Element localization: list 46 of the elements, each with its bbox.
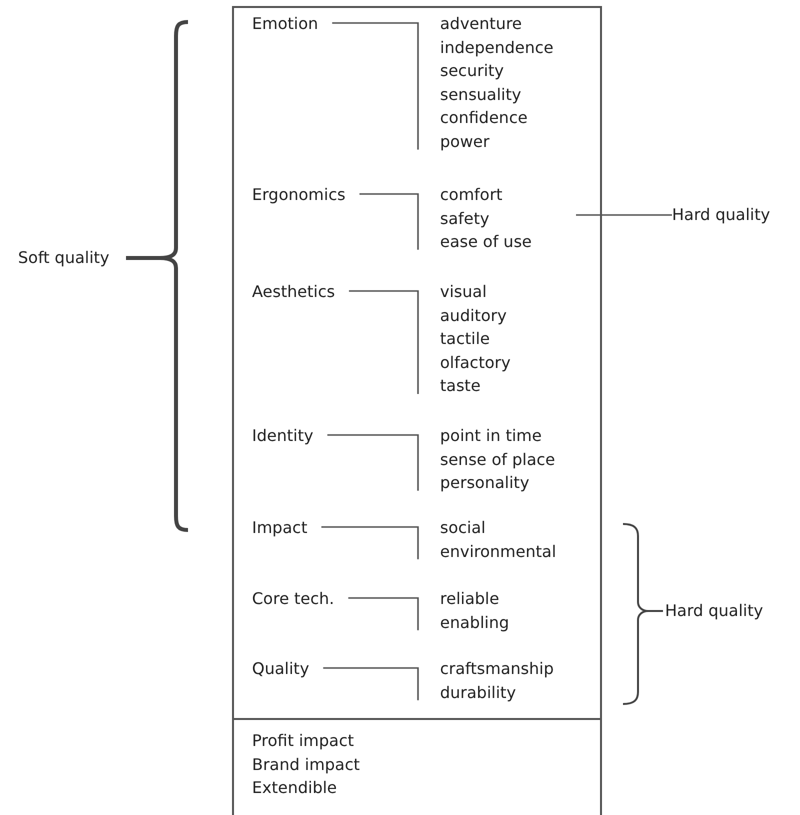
category-label: Aesthetics [252,280,349,304]
list-item: safety [440,208,490,230]
list-item: ease of use [440,231,533,254]
list-item: independence [440,36,554,59]
bracket-label: Hard quality [665,600,764,622]
panel-section [232,718,602,815]
list-item: reliable [440,588,500,610]
bracket-label: Soft quality [18,247,110,269]
category-label: Emotion [252,12,332,36]
list-item: power [440,130,490,153]
list-item: comfort [440,184,504,206]
criteria-item: Extendible [252,777,338,800]
list-item: security [440,60,505,82]
connector-line [323,667,419,700]
category-label: Identity [252,424,328,448]
connector-line [348,290,419,394]
connector-line [576,214,672,216]
category-label: Core tech. [252,587,348,611]
list-item: personality [440,472,530,494]
list-item: olfactory [440,352,511,374]
criteria-item: Profit impact [252,730,355,752]
connector-line [321,526,419,560]
category-label: Impact [252,516,322,540]
list-item: environmental [440,540,556,563]
connector-line [348,597,419,630]
list-item: confidence [440,107,529,130]
category-label: Quality [252,657,324,681]
list-item: sensuality [440,84,522,106]
criteria-item: Brand impact [252,754,361,776]
list-item: sense of place [440,448,556,471]
list-item: auditory [440,304,508,327]
list-item: tactile [440,328,491,350]
list-item: durability [440,682,517,704]
list-item: enabling [440,612,510,634]
list-item: social [440,517,487,539]
list-item: taste [440,375,482,398]
side-label: Hard quality [672,203,770,227]
list-item: craftsmanship [440,658,554,680]
connector-line [327,434,419,491]
connector-line [332,22,419,150]
panel-box [232,6,602,720]
category-label: Ergonomics [252,183,360,207]
list-item: adventure [440,13,523,35]
list-item: visual [440,281,488,303]
connector-line [359,193,419,250]
list-item: point in time [440,425,543,447]
